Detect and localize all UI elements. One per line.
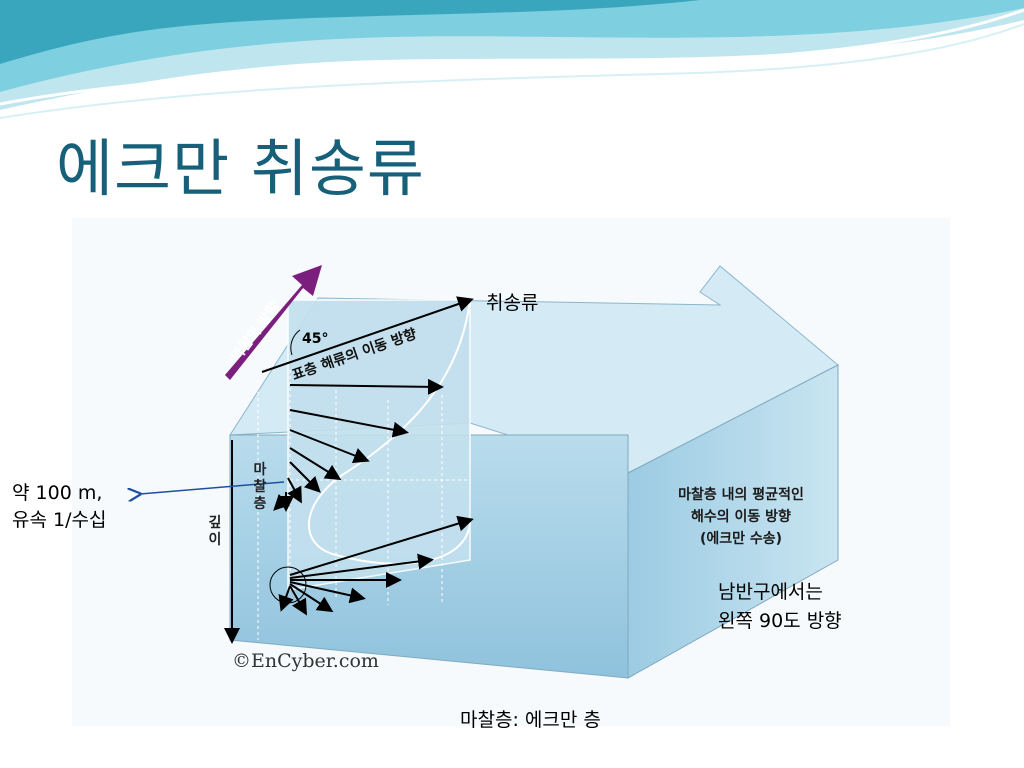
- wind-direction-arrow: [225, 265, 322, 380]
- southern-hemisphere-note: 남반구에서는 왼쪽 90도 방향: [718, 578, 842, 636]
- ekman-layer-note: 마찰층: 에크만 층: [460, 709, 601, 731]
- ekman-transport-label: 마찰층 내의 평균적인 해수의 이동 방향 (에크만 수송): [636, 484, 846, 550]
- surface-current-arrow: [261, 296, 474, 373]
- depth-note-line-1: 약 100 m,: [12, 482, 103, 504]
- spiral-arrows: [273, 378, 474, 616]
- drift-current-note: 취송류: [486, 292, 539, 314]
- southern-note-line-2: 왼쪽 90도 방향: [718, 610, 842, 632]
- header-wave-decoration: [0, 0, 1024, 119]
- depth-note-line-2: 유속 1/수십: [12, 509, 107, 531]
- southern-note-line-1: 남반구에서는: [718, 581, 823, 603]
- side-label-line-2: 해수의 이동 방향: [691, 509, 791, 525]
- slide-title: 에크만 취송류: [56, 132, 425, 205]
- depth-note-pointer: [140, 481, 285, 494]
- depth-note: 약 100 m, 유속 1/수십: [12, 480, 106, 534]
- side-label-line-3: (에크만 수송): [699, 531, 783, 547]
- depth-text: 깊이: [208, 515, 222, 548]
- credit-text: ©EnCyber.com: [232, 650, 379, 672]
- depth-label: 깊이: [207, 515, 223, 549]
- side-label-line-1: 마찰층 내의 평균적인: [678, 487, 804, 503]
- angle-label: 45°: [302, 331, 328, 347]
- friction-layer-label: 마찰층: [252, 462, 268, 513]
- friction-layer-text: 마찰층: [253, 462, 267, 512]
